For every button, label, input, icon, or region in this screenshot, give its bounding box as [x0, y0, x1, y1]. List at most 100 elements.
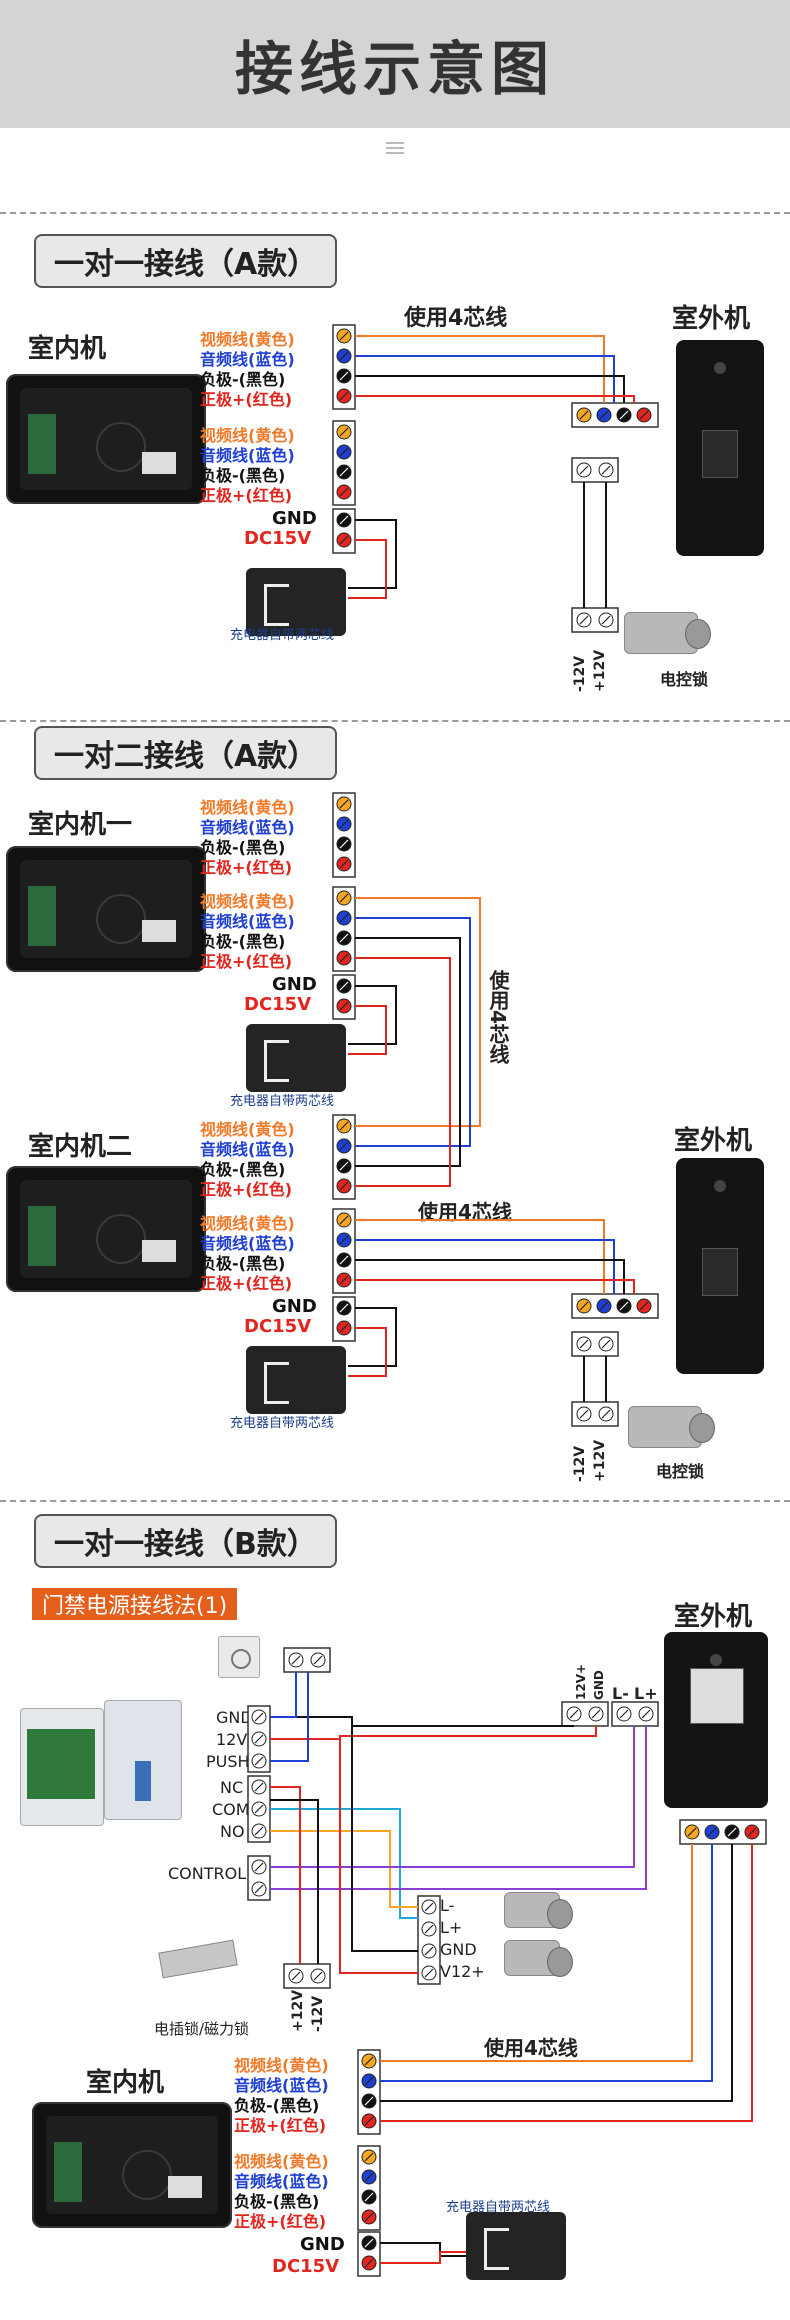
outdoor-unit-label: 室外机	[674, 1126, 753, 1156]
wire	[380, 1844, 693, 2062]
screw-slot	[339, 487, 349, 497]
wire	[270, 1672, 297, 1718]
wire	[270, 1672, 309, 1762]
indoor2-terminal-block-a	[332, 1114, 356, 1200]
wire	[355, 395, 635, 403]
screw-slot	[291, 1655, 301, 1665]
screw-slot	[291, 1971, 301, 1981]
screw-slot	[339, 819, 349, 829]
dc15v-label: DC15V	[244, 1316, 312, 1337]
indoor-unit-2-label: 室内机二	[28, 1132, 133, 1162]
audio-label: 音频线(蓝色)	[234, 2076, 329, 2095]
screw-slot	[591, 1709, 601, 1719]
access-controller-board	[20, 1708, 104, 1826]
screw-slot	[364, 2096, 374, 2106]
screw-slot	[619, 1709, 629, 1719]
cable-vertical-label: 使用4芯线	[486, 970, 510, 1064]
screw-slot	[254, 1862, 264, 1872]
pos-label: 正极+(红色)	[200, 1274, 293, 1293]
wire	[348, 519, 397, 589]
outdoor-unit-label: 室外机	[672, 304, 751, 334]
psu-nc-label: NC	[220, 1778, 244, 1797]
lock-label: 电控锁	[656, 1462, 705, 1481]
screw-slot	[364, 2172, 374, 2182]
wire	[380, 1844, 733, 2102]
screw-slot	[339, 535, 349, 545]
screw-slot	[364, 2152, 374, 2162]
audio-label: 音频线(蓝色)	[200, 350, 295, 369]
lock-label: 电控锁	[660, 670, 709, 689]
screw-slot	[254, 1884, 264, 1894]
wire	[380, 1844, 713, 2082]
lock-v12-label: V12+	[440, 1962, 485, 1981]
wire	[355, 1239, 615, 1294]
wire	[355, 375, 625, 403]
screw-slot	[339, 1161, 349, 1171]
audio-label: 音频线(蓝色)	[200, 1234, 295, 1253]
indoor-terminal-block-a	[332, 324, 356, 410]
lock-gnd-label: GND	[440, 1940, 477, 1959]
screw-slot	[339, 933, 349, 943]
neg-label: 负极-(黑色)	[200, 466, 286, 485]
screw-slot	[641, 1709, 651, 1719]
screw-slot	[569, 1709, 579, 1719]
pos-label: 正极+(红色)	[200, 486, 293, 505]
screw-slot	[339, 799, 349, 809]
gnd-label: GND	[300, 2234, 345, 2255]
gnd-label: GND	[272, 974, 317, 995]
wire	[351, 1726, 418, 1952]
neg-label: 负极-(黑色)	[200, 370, 286, 389]
indoor-terminal-block-b	[332, 420, 356, 506]
charger-caption: 充电器自带两芯线	[230, 628, 335, 643]
section-divider	[0, 1500, 790, 1502]
wire	[348, 1327, 387, 1377]
section-divider	[0, 212, 790, 214]
screw-slot	[364, 2116, 374, 2126]
pos-label: 正极+(红色)	[200, 952, 293, 971]
screw-slot	[364, 2056, 374, 2066]
screw-slot	[339, 859, 349, 869]
outdoor-camera-unit	[664, 1632, 768, 1808]
section-2-title: 一对二接线（A款）	[34, 726, 338, 780]
indoor-terminal-block-b	[357, 2145, 381, 2231]
screw-slot	[599, 1301, 609, 1311]
wire	[339, 1736, 418, 1974]
wire	[355, 937, 461, 1167]
outdoor-camera-unit	[676, 1158, 764, 1374]
pos-label: 正极+(红色)	[234, 2212, 327, 2231]
screw-slot	[339, 1275, 349, 1285]
wire	[380, 1844, 753, 2122]
wire	[270, 1716, 574, 1727]
wire	[270, 1830, 418, 1908]
wire	[348, 985, 397, 1045]
pos-label: 正极+(红色)	[200, 858, 293, 877]
screw-slot	[339, 351, 349, 361]
screw-slot	[424, 1968, 434, 1978]
screw-slot	[579, 1339, 589, 1349]
lock-lminus-label: L-	[440, 1896, 455, 1915]
psu-no-label: NO	[220, 1822, 245, 1841]
screw-slot	[339, 331, 349, 341]
screw-slot	[579, 615, 589, 625]
wire	[270, 1726, 597, 1740]
screw-slot	[339, 1303, 349, 1313]
outdoor-unit-label: 室外机	[674, 1602, 753, 1632]
indoor-terminal-block-a	[357, 2049, 381, 2135]
screw-slot	[579, 1409, 589, 1419]
indoor-unit-label: 室内机	[28, 334, 107, 364]
wire	[348, 539, 387, 599]
screw-slot	[339, 913, 349, 923]
screw-slot	[339, 371, 349, 381]
section-1-title: 一对一接线（A款）	[34, 234, 338, 288]
outdoor-lplus-label: L+	[634, 1684, 658, 1703]
wire	[355, 355, 615, 403]
screw-slot	[364, 2238, 374, 2248]
indoor1-terminal-block-b	[332, 886, 356, 972]
screw-slot	[601, 465, 611, 475]
screw-slot	[599, 410, 609, 420]
pos-label: 正极+(红色)	[234, 2116, 327, 2135]
neg-label: 负极-(黑色)	[200, 932, 286, 951]
screw-slot	[339, 1215, 349, 1225]
neg-label: 负极-(黑色)	[234, 2096, 320, 2115]
